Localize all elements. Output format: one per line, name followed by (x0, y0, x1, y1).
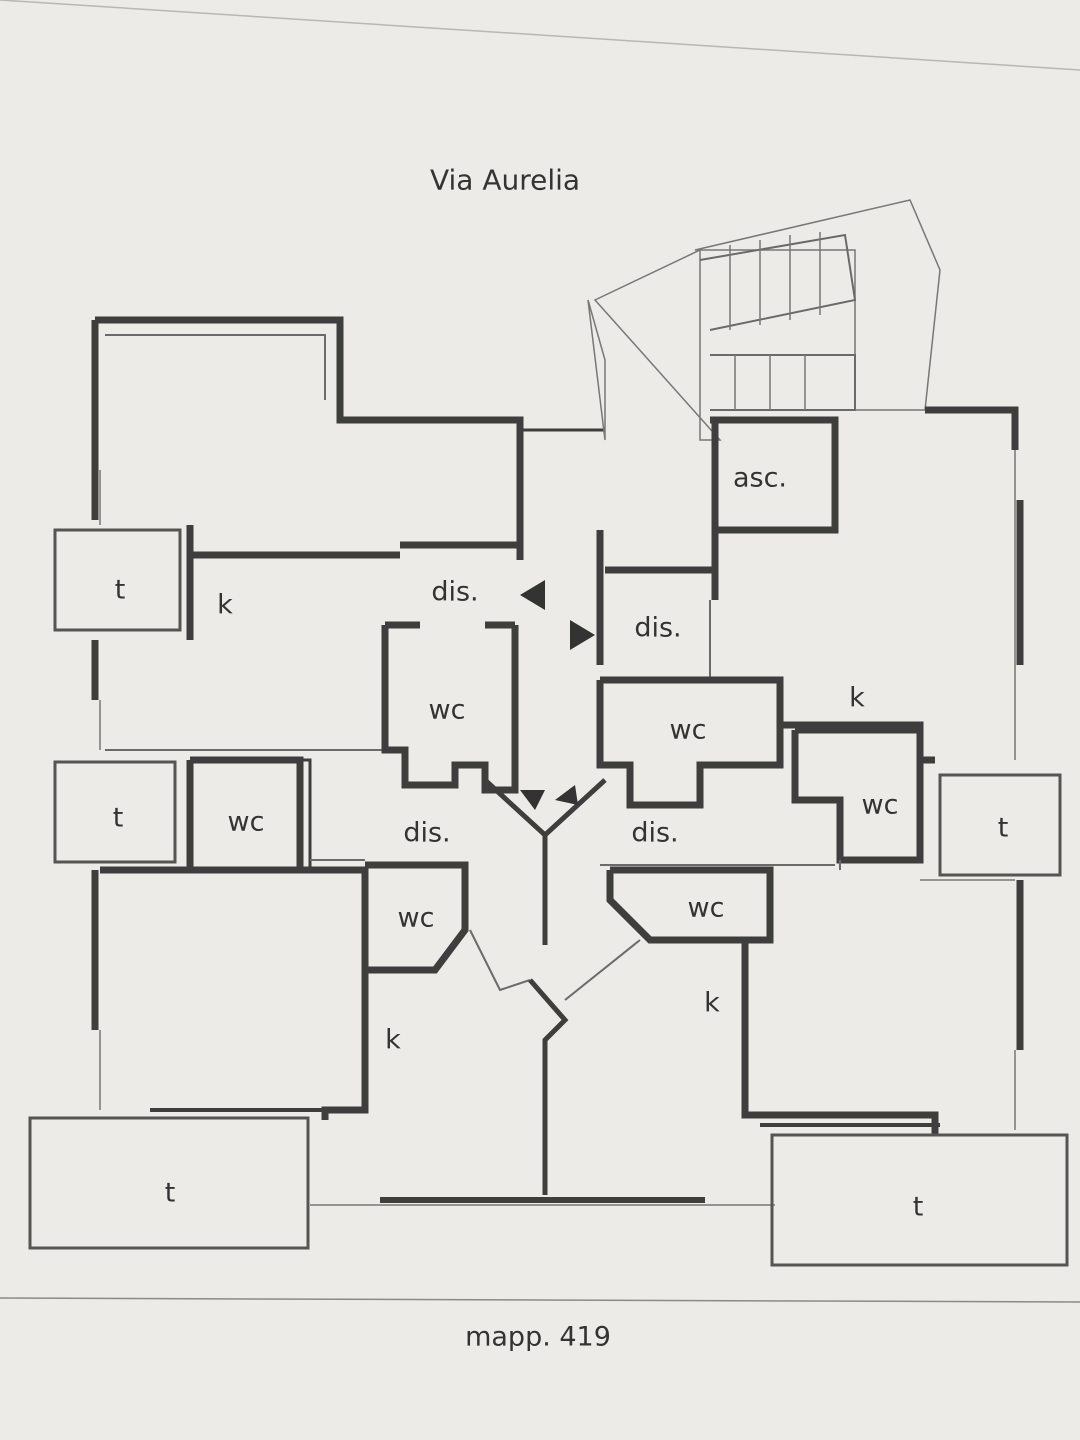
sheet-edge (0, 0, 1080, 71)
room-label-wc: wc (669, 714, 707, 746)
room-label-hall: dis. (634, 612, 682, 644)
room-label-hall: dis. (431, 576, 479, 608)
room-label-terrace: t (997, 812, 1009, 844)
entrance-arrow-icon (520, 580, 545, 610)
entrance-arrow-icon (520, 790, 545, 810)
entrance-arrow-icon (555, 785, 578, 805)
room-label-kitchen: k (849, 682, 865, 714)
parcel-number-label: mapp. 419 (465, 1321, 611, 1353)
entrance-arrow-icon (570, 620, 595, 650)
room-label-wc: wc (227, 806, 265, 838)
room-label-kitchen: k (704, 987, 720, 1019)
room-label-wc: wc (861, 789, 899, 821)
room-label-lift: asc. (732, 462, 788, 494)
room-label-wc: wc (428, 694, 466, 726)
room-label-hall: dis. (631, 817, 679, 849)
room-label-wc: wc (397, 902, 435, 934)
terraces (28, 528, 1069, 1267)
street-name-label: Via Aurelia (429, 163, 581, 197)
room-label-kitchen: k (217, 589, 233, 621)
sheet-bottom-line (0, 1297, 1080, 1303)
room-label-terrace: t (164, 1177, 176, 1209)
room-label-kitchen: k (385, 1024, 401, 1056)
room-label-wc: wc (687, 892, 725, 924)
left-unit-walls (91, 316, 775, 1206)
right-unit-walls (520, 199, 1024, 1135)
room-label-hall: dis. (403, 817, 451, 849)
room-label-terrace: t (912, 1191, 924, 1223)
room-label-terrace: t (112, 802, 124, 834)
room-label-terrace: t (114, 574, 126, 606)
